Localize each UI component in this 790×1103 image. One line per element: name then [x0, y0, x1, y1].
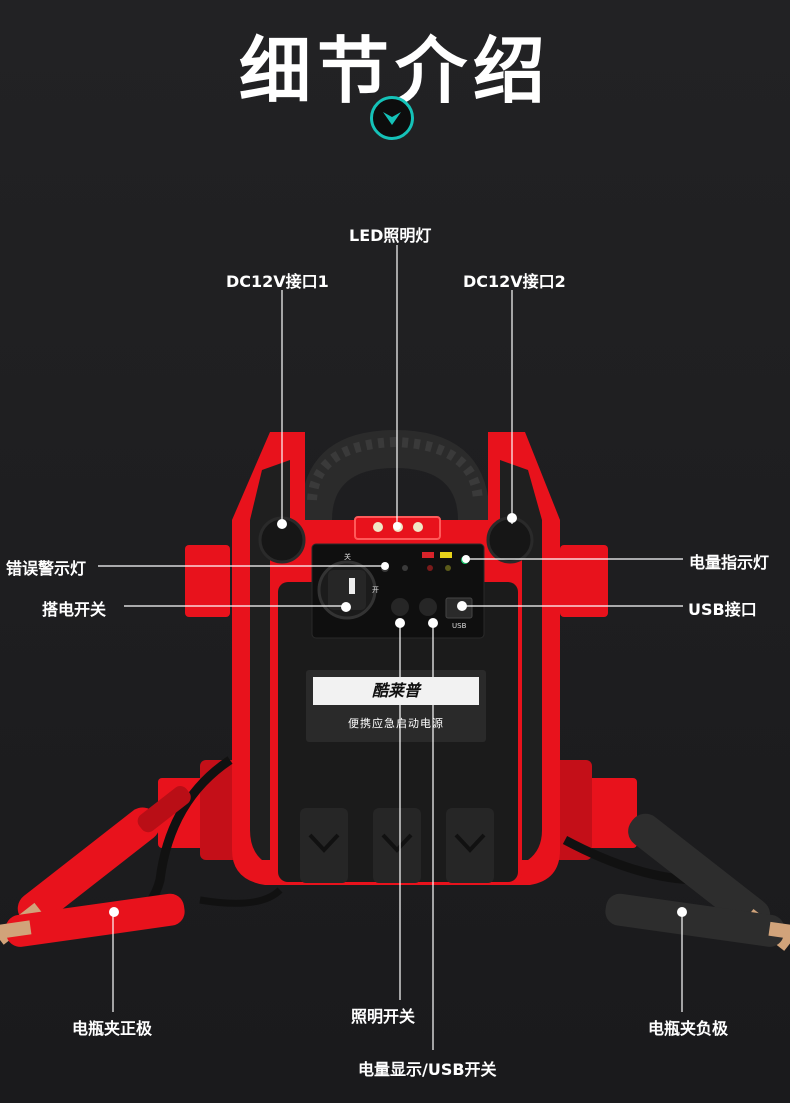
battery-display-usb-button: [419, 598, 437, 616]
brand-name: 酷莱普: [313, 677, 479, 705]
label-error-warning-light: 错误警示灯: [6, 559, 87, 578]
label-battery-display-usb-switch: 电量显示/USB开关: [358, 1060, 497, 1079]
label-negative-clamp: 电瓶夹负极: [648, 1019, 729, 1038]
label-dc12v-port-1: DC12V接口1: [226, 272, 329, 291]
dc12v-port-2: [486, 516, 534, 564]
panel-on-mark: 开: [372, 586, 379, 594]
brand-slogan: 便携应急启动电源: [348, 717, 444, 730]
label-jump-switch: 搭电开关: [42, 600, 107, 619]
panel-off-mark: 关: [344, 553, 351, 561]
panel-usb-mark: USB: [452, 622, 467, 630]
label-led-light: LED照明灯: [349, 226, 432, 245]
label-usb-port: USB接口: [688, 600, 757, 619]
label-battery-indicator: 电量指示灯: [689, 553, 770, 572]
label-light-switch: 照明开关: [351, 1007, 416, 1026]
left-upper-bracket: [185, 545, 230, 617]
light-switch-button: [391, 598, 409, 616]
chevron-down-badge: [370, 96, 414, 140]
chevron-down-icon: [383, 112, 401, 125]
label-dc12v-port-2: DC12V接口2: [463, 272, 566, 291]
right-upper-bracket: [560, 545, 608, 617]
label-positive-clamp: 电瓶夹正极: [72, 1019, 153, 1038]
